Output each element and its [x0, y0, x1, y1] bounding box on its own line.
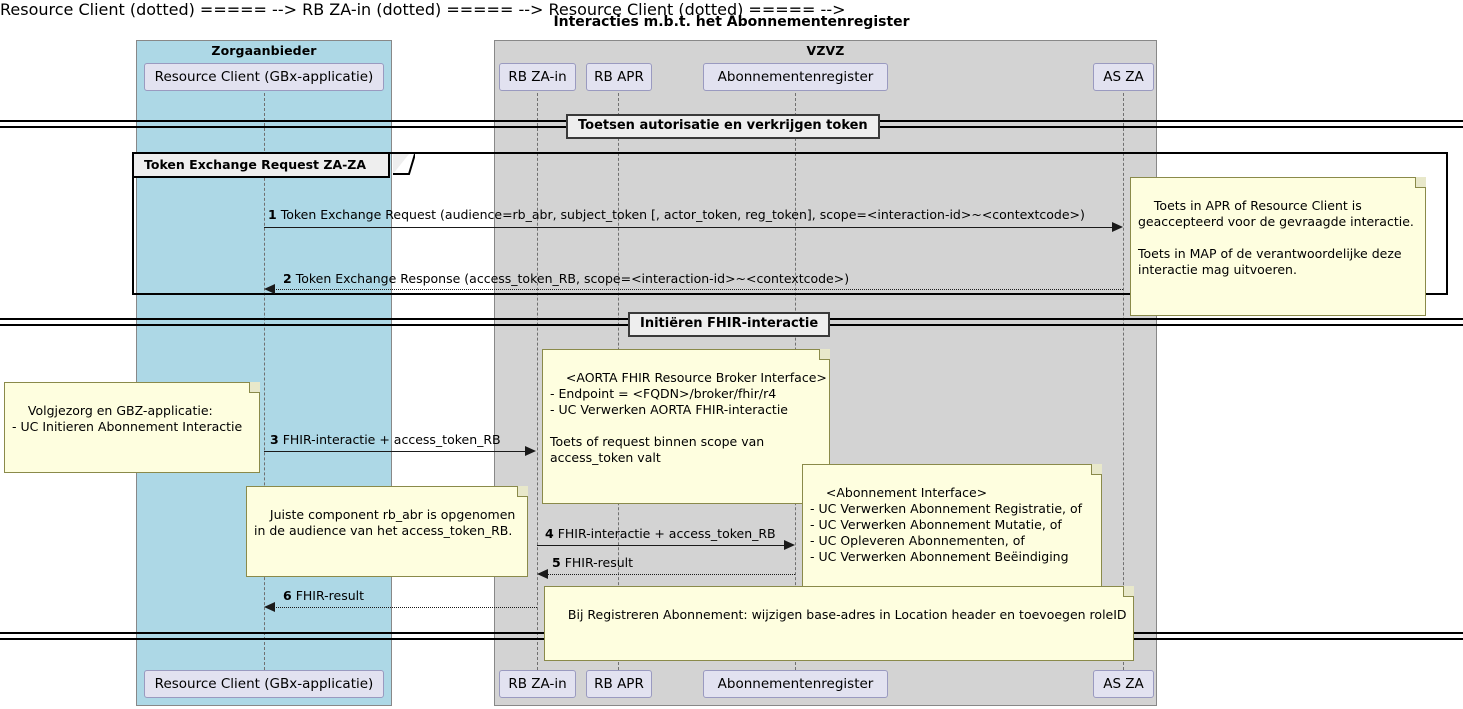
- message-5-line: [544, 574, 795, 575]
- page-title: Interacties m.b.t. het Abonnementenregis…: [553, 14, 910, 30]
- participant-label: AS ZA: [1103, 676, 1144, 692]
- note-fold-corner: [1091, 464, 1102, 475]
- note-text: Juiste component rb_abr is opgenomen in …: [254, 507, 516, 538]
- message-2-label: 2 Token Exchange Response (access_token_…: [283, 271, 850, 286]
- message-2-number: 2: [283, 271, 292, 286]
- participant-abonnementenregister-top[interactable]: Abonnementenregister: [703, 63, 888, 91]
- message-2-text: Token Exchange Response (access_token_RB…: [295, 271, 850, 286]
- message-5-number: 5: [552, 555, 561, 570]
- participant-rb-apr-top[interactable]: RB APR: [586, 63, 652, 91]
- lifeline-as-za: [1123, 93, 1124, 670]
- message-1-line: [264, 227, 1114, 228]
- note-fold-corner: [819, 349, 830, 360]
- frame-tab-corner-stroke: [393, 152, 415, 176]
- message-2-line: [271, 289, 1123, 290]
- note-juiste-component-rb-abr: Juiste component rb_abr is opgenomen in …: [246, 486, 528, 577]
- message-1-label: 1 Token Exchange Request (audience=rb_ab…: [268, 207, 1085, 222]
- participant-label: AS ZA: [1103, 69, 1144, 85]
- note-volgjezorg-gbz-applicatie: Volgjezorg en GBZ-applicatie: - UC Initi…: [4, 382, 260, 473]
- lifeline-resource-client: [264, 93, 265, 670]
- note-fold-corner: [249, 382, 260, 393]
- participant-label: RB ZA-in: [508, 676, 567, 692]
- message-6-line: [271, 607, 537, 608]
- message-6-number: 6: [283, 588, 292, 603]
- message-3-label: 3 FHIR-interactie + access_token_RB: [270, 432, 501, 447]
- message-5-label: 5 FHIR-result: [552, 555, 634, 570]
- participant-label: Abonnementenregister: [717, 69, 874, 85]
- message-5-text: FHIR-result: [564, 555, 634, 570]
- participant-label: Resource Client (GBx-applicatie): [154, 69, 374, 85]
- frame-label-token-exchange-request-za-za: Token Exchange Request ZA-ZA: [134, 154, 391, 178]
- message-3-number: 3: [270, 432, 279, 447]
- divider-label-initieren-fhir-interactie: Initiëren FHIR-interactie: [628, 312, 831, 338]
- message-4-label: 4 FHIR-interactie + access_token_RB: [545, 526, 776, 541]
- note-text: <AORTA FHIR Resource Broker Interface> -…: [550, 370, 827, 465]
- note-aorta-fhir-resource-broker-interface: <AORTA FHIR Resource Broker Interface> -…: [542, 349, 830, 504]
- message-3-arrowhead: [525, 446, 536, 456]
- message-3-text: FHIR-interactie + access_token_RB: [282, 432, 501, 447]
- message-1-text: Token Exchange Request (audience=rb_abr,…: [280, 207, 1085, 222]
- frame-token-exchange-request-za-za: [132, 152, 1448, 295]
- frame-tab-corner: [393, 154, 409, 174]
- participant-resource-client-top[interactable]: Resource Client (GBx-applicatie): [144, 63, 384, 91]
- message-1-arrowhead: [1112, 222, 1123, 232]
- message-4-arrowhead: [784, 540, 795, 550]
- participant-rb-za-in-top[interactable]: RB ZA-in: [499, 63, 576, 91]
- note-text: <Abonnement Interface> - UC Verwerken Ab…: [810, 485, 1083, 564]
- message-1-number: 1: [268, 207, 277, 222]
- message-6-label: 6 FHIR-result: [283, 588, 365, 603]
- group-title-vzvz: VZVZ: [806, 43, 845, 58]
- participant-label: RB APR: [594, 676, 644, 692]
- note-fold-corner: [1123, 586, 1134, 597]
- message-5-arrowhead: [537, 569, 548, 579]
- participant-label: Resource Client (GBx-applicatie): [154, 676, 374, 692]
- note-toets-apr-map: Toets in APR of Resource Client is geacc…: [1130, 177, 1426, 316]
- participant-resource-client-bottom[interactable]: Resource Client (GBx-applicatie): [144, 670, 384, 698]
- note-text: Bij Registreren Abonnement: wijzigen bas…: [567, 607, 1127, 622]
- message-6-arrowhead: [264, 602, 275, 612]
- participant-abonnementenregister-bottom[interactable]: Abonnementenregister: [703, 670, 888, 698]
- message-4-text: FHIR-interactie + access_token_RB: [557, 526, 776, 541]
- participant-label: RB ZA-in: [508, 69, 567, 85]
- participant-rb-za-in-bottom[interactable]: RB ZA-in: [499, 670, 576, 698]
- note-text: Volgjezorg en GBZ-applicatie: - UC Initi…: [12, 403, 243, 434]
- group-title-zorgaanbieder: Zorgaanbieder: [211, 43, 317, 58]
- note-abonnement-interface: <Abonnement Interface> - UC Verwerken Ab…: [802, 464, 1102, 603]
- participant-as-za-top[interactable]: AS ZA: [1093, 63, 1154, 91]
- note-bij-registreren-abonnement: Bij Registreren Abonnement: wijzigen bas…: [544, 586, 1134, 661]
- note-text: Toets in APR of Resource Client is geacc…: [1138, 198, 1414, 277]
- note-fold-corner: [1415, 177, 1426, 188]
- participant-as-za-bottom[interactable]: AS ZA: [1093, 670, 1154, 698]
- participant-rb-apr-bottom[interactable]: RB APR: [586, 670, 652, 698]
- message-4-line: [537, 545, 785, 546]
- note-fold-corner: [517, 486, 528, 497]
- message-4-number: 4: [545, 526, 554, 541]
- lifeline-rb-za-in: [537, 93, 538, 670]
- message-6-text: FHIR-result: [295, 588, 365, 603]
- participant-label: RB APR: [594, 69, 644, 85]
- message-2-arrowhead: [264, 284, 275, 294]
- message-3-line: [264, 451, 526, 452]
- divider-label-toetsen-autorisatie: Toetsen autorisatie en verkrijgen token: [566, 114, 880, 140]
- participant-label: Abonnementenregister: [717, 676, 874, 692]
